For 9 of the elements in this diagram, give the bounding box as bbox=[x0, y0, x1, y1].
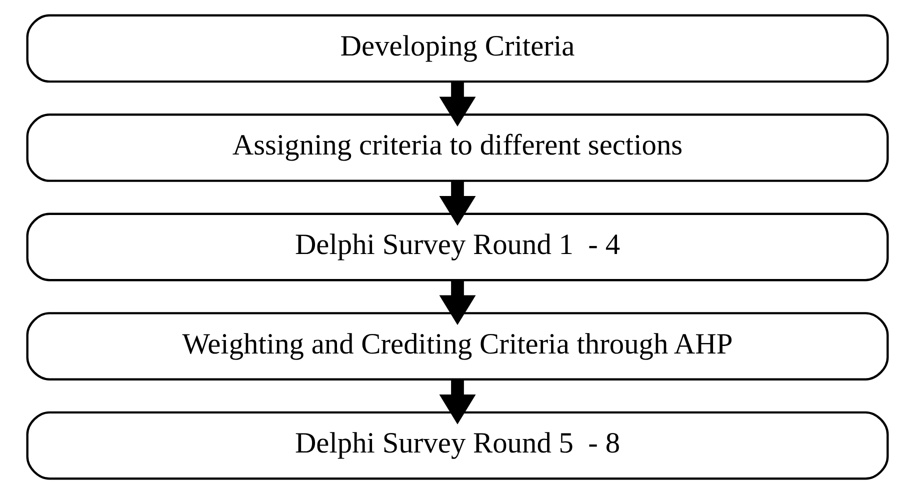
node-box: Weighting and Crediting Criteria through AHP bbox=[26, 312, 889, 380]
node-box: Assigning criteria to different sections bbox=[26, 114, 889, 182]
arrow bbox=[439, 379, 476, 424]
arrow bbox=[439, 180, 476, 226]
node-box: Developing Criteria bbox=[26, 14, 889, 83]
node-box: Delphi Survey Round 1 - 4 bbox=[26, 212, 889, 282]
arrow bbox=[439, 280, 476, 326]
node-box: Delphi Survey Round 5 - 8 bbox=[26, 411, 889, 480]
arrow bbox=[439, 82, 476, 127]
